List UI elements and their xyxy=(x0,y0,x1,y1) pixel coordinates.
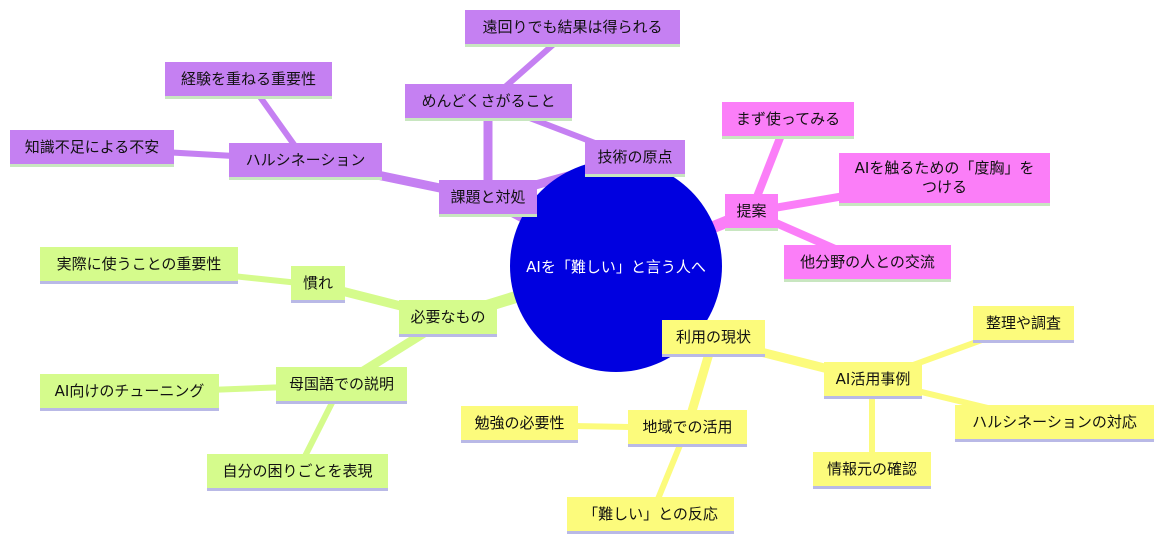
node-detour[interactable]: 遠回りでも結果は得られる xyxy=(465,10,680,47)
node-organize[interactable]: 整理や調査 xyxy=(973,306,1074,343)
node-tuning[interactable]: AI向けのチューニング xyxy=(40,374,219,411)
node-courage[interactable]: AIを触るための「度胸」を つける xyxy=(839,153,1050,206)
node-express[interactable]: 自分の困りごとを表現 xyxy=(207,454,388,491)
node-proposal[interactable]: 提案 xyxy=(725,194,778,231)
node-anxiety[interactable]: 知識不足による不安 xyxy=(10,130,174,167)
node-exchange[interactable]: 他分野の人との交流 xyxy=(784,245,951,282)
node-cases[interactable]: AI活用事例 xyxy=(824,362,922,399)
node-usage[interactable]: 利用の現状 xyxy=(662,320,765,357)
node-try-first[interactable]: まず使ってみる xyxy=(722,102,854,139)
node-regional[interactable]: 地域での活用 xyxy=(628,410,747,447)
node-issues[interactable]: 課題と対処 xyxy=(439,180,537,217)
node-origin[interactable]: 技術の原点 xyxy=(585,140,685,177)
node-source-check[interactable]: 情報元の確認 xyxy=(813,452,931,489)
node-halluc-response[interactable]: ハルシネーションの対応 xyxy=(955,405,1154,442)
node-necessary[interactable]: 必要なもの xyxy=(399,300,497,337)
node-practice[interactable]: 実際に使うことの重要性 xyxy=(40,247,238,284)
node-study[interactable]: 勉強の必要性 xyxy=(461,406,578,443)
root-label: AIを「難しい」と言う人へ xyxy=(526,257,706,276)
node-hallucination[interactable]: ハルシネーション xyxy=(229,143,382,180)
node-native[interactable]: 母国語での説明 xyxy=(276,367,407,404)
node-familiarity[interactable]: 慣れ xyxy=(291,266,345,303)
node-reaction[interactable]: 「難しい」との反応 xyxy=(567,497,734,534)
node-troublesome[interactable]: めんどくさがること xyxy=(405,84,572,121)
node-experience[interactable]: 経験を重ねる重要性 xyxy=(165,62,332,99)
